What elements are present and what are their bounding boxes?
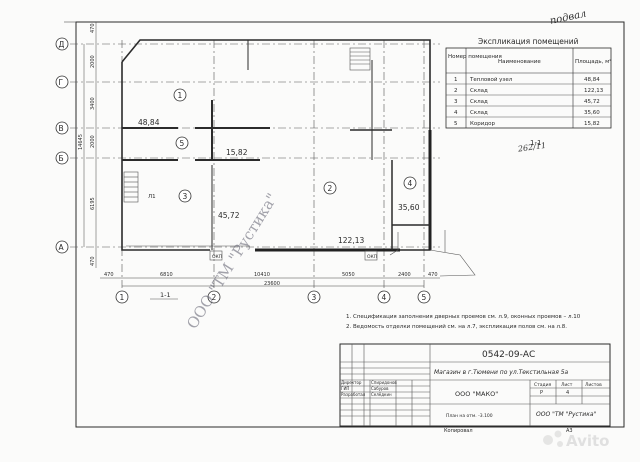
room-area: 15,82 — [226, 148, 248, 157]
note-2: 2. Ведомость отделки помещений см. на л.… — [346, 323, 567, 330]
exp-row-num: 4 — [454, 110, 458, 116]
exp-row-num: 3 — [454, 99, 458, 105]
unit-label: ОКП — [212, 254, 222, 260]
sheet-value: 4 — [566, 390, 569, 396]
exp-row-area: 122,13 — [584, 88, 604, 94]
role-label: Директор — [341, 380, 362, 385]
exp-row-area: 45,72 — [584, 99, 600, 105]
axis-label-col: 1 — [120, 293, 125, 302]
room-area: 48,84 — [138, 118, 160, 127]
dimension-chain-bottom: 470 6810 10410 5050 2400 470 23600 — [100, 272, 440, 287]
axis-label-row: Б — [59, 154, 64, 163]
role-label: ГИП — [341, 386, 349, 391]
dim-bottom: 470 — [428, 272, 438, 278]
project-name: Магазин в г.Тюмени по ул.Текстильная 5а — [434, 369, 569, 376]
sheet-header: Лист — [561, 382, 573, 388]
exp-header-area: Площадь, м² — [575, 58, 611, 65]
unit-label: ОКП — [367, 254, 377, 260]
room-number: 4 — [408, 179, 413, 188]
dim-left: 470 — [90, 256, 96, 266]
title-block: 0542-09-АС Магазин в г.Тюмени по ул.Текс… — [339, 343, 611, 434]
copied-label: Копировал — [444, 428, 473, 434]
exp-row-name: Склад — [470, 88, 488, 94]
exp-row-name: Тепловой узел — [469, 76, 513, 83]
dim-bottom: 470 — [104, 272, 114, 278]
room-number: 2 — [328, 184, 333, 193]
exp-row-num: 5 — [454, 121, 458, 127]
avito-watermark: Avito — [543, 430, 609, 450]
room-area: 122,13 — [338, 236, 364, 245]
explication-title: Экспликация помещений — [478, 37, 579, 46]
dim-bottom-total: 23600 — [264, 281, 280, 287]
room-number: 5 — [180, 139, 185, 148]
sheets-header: Листов — [585, 382, 602, 388]
room-area: 35,60 — [398, 203, 420, 212]
exp-row-num: 1 — [454, 77, 458, 83]
exp-row-name: Склад — [470, 99, 488, 105]
exp-header-name: Наименование — [498, 59, 541, 65]
sheet-name: План на отм. -3.100 — [446, 413, 493, 419]
dim-bottom: 2400 — [398, 272, 411, 278]
stair-label: Л1 — [148, 194, 156, 200]
person-name: Селёдкин — [371, 392, 392, 397]
axis-label-row: Д — [59, 40, 65, 49]
grid-axes-rows: Д Г В Б А — [55, 37, 440, 254]
handwritten-note: подвал — [549, 9, 587, 27]
grid-axes-cols: 1 2 3 4 5 — [115, 40, 431, 304]
dim-left: 3400 — [90, 97, 96, 110]
dim-bottom: 6810 — [160, 272, 173, 278]
note-1: 1. Спецификация заполнения дверных проем… — [346, 314, 581, 320]
person-name: Спиридонов — [371, 380, 397, 385]
section-mark-plan: 1-1 — [160, 291, 171, 299]
axis-label-col: 5 — [422, 293, 427, 302]
axis-label-col: 4 — [382, 293, 387, 302]
stage-value: Р — [540, 390, 543, 396]
dim-left-total: 14645 — [78, 134, 84, 150]
exp-row-area: 15,82 — [584, 121, 600, 127]
axis-label-row: Г — [59, 78, 64, 87]
person-name: Сабуров — [371, 386, 389, 391]
axis-label-col: 3 — [312, 293, 317, 302]
dim-left: 470 — [90, 23, 96, 33]
section-mark: 1-1 — [530, 139, 541, 147]
building-walls: Л1 — [121, 39, 476, 277]
dim-bottom: 10410 — [254, 272, 270, 278]
axis-label-col: 2 — [212, 293, 217, 302]
handwritten-code: 262/11 — [516, 141, 546, 154]
axis-label-row: В — [59, 124, 64, 133]
dimension-chain-left: 470 2000 3400 2000 6195 470 14645 — [78, 22, 97, 268]
role-label: Разработал — [341, 392, 366, 397]
exp-row-name: Склад — [470, 110, 488, 116]
axis-label-row: А — [59, 243, 65, 252]
dim-bottom: 5050 — [342, 272, 355, 278]
exp-row-area: 35,60 — [584, 110, 600, 116]
exp-row-num: 2 — [454, 88, 458, 94]
room-number: 1 — [178, 91, 183, 100]
client-name: ООО "МАКО" — [455, 390, 498, 398]
org-name: ООО "ТМ "Рустика" — [536, 411, 597, 418]
room-markers: 1 48,84 2 122,13 3 45,72 4 35,60 5 15,82 — [138, 88, 420, 245]
dim-left: 2000 — [90, 135, 96, 148]
exp-row-name: Коридор — [470, 121, 496, 127]
dim-left: 6195 — [90, 197, 96, 210]
dim-left: 2000 — [90, 55, 96, 68]
format-label: А3 — [566, 428, 573, 434]
exp-header-num: Номер помещения — [448, 54, 502, 60]
stage-header: Стадия — [534, 382, 552, 388]
explication-table: Экспликация помещений Номер помещения На… — [445, 37, 611, 129]
drawing-code: 0542-09-АС — [482, 350, 535, 360]
watermark-text: Avito — [566, 432, 609, 450]
sheet-frame — [75, 21, 625, 428]
room-number: 3 — [183, 192, 188, 201]
exp-row-area: 48,84 — [584, 77, 600, 83]
room-area: 45,72 — [218, 211, 240, 220]
